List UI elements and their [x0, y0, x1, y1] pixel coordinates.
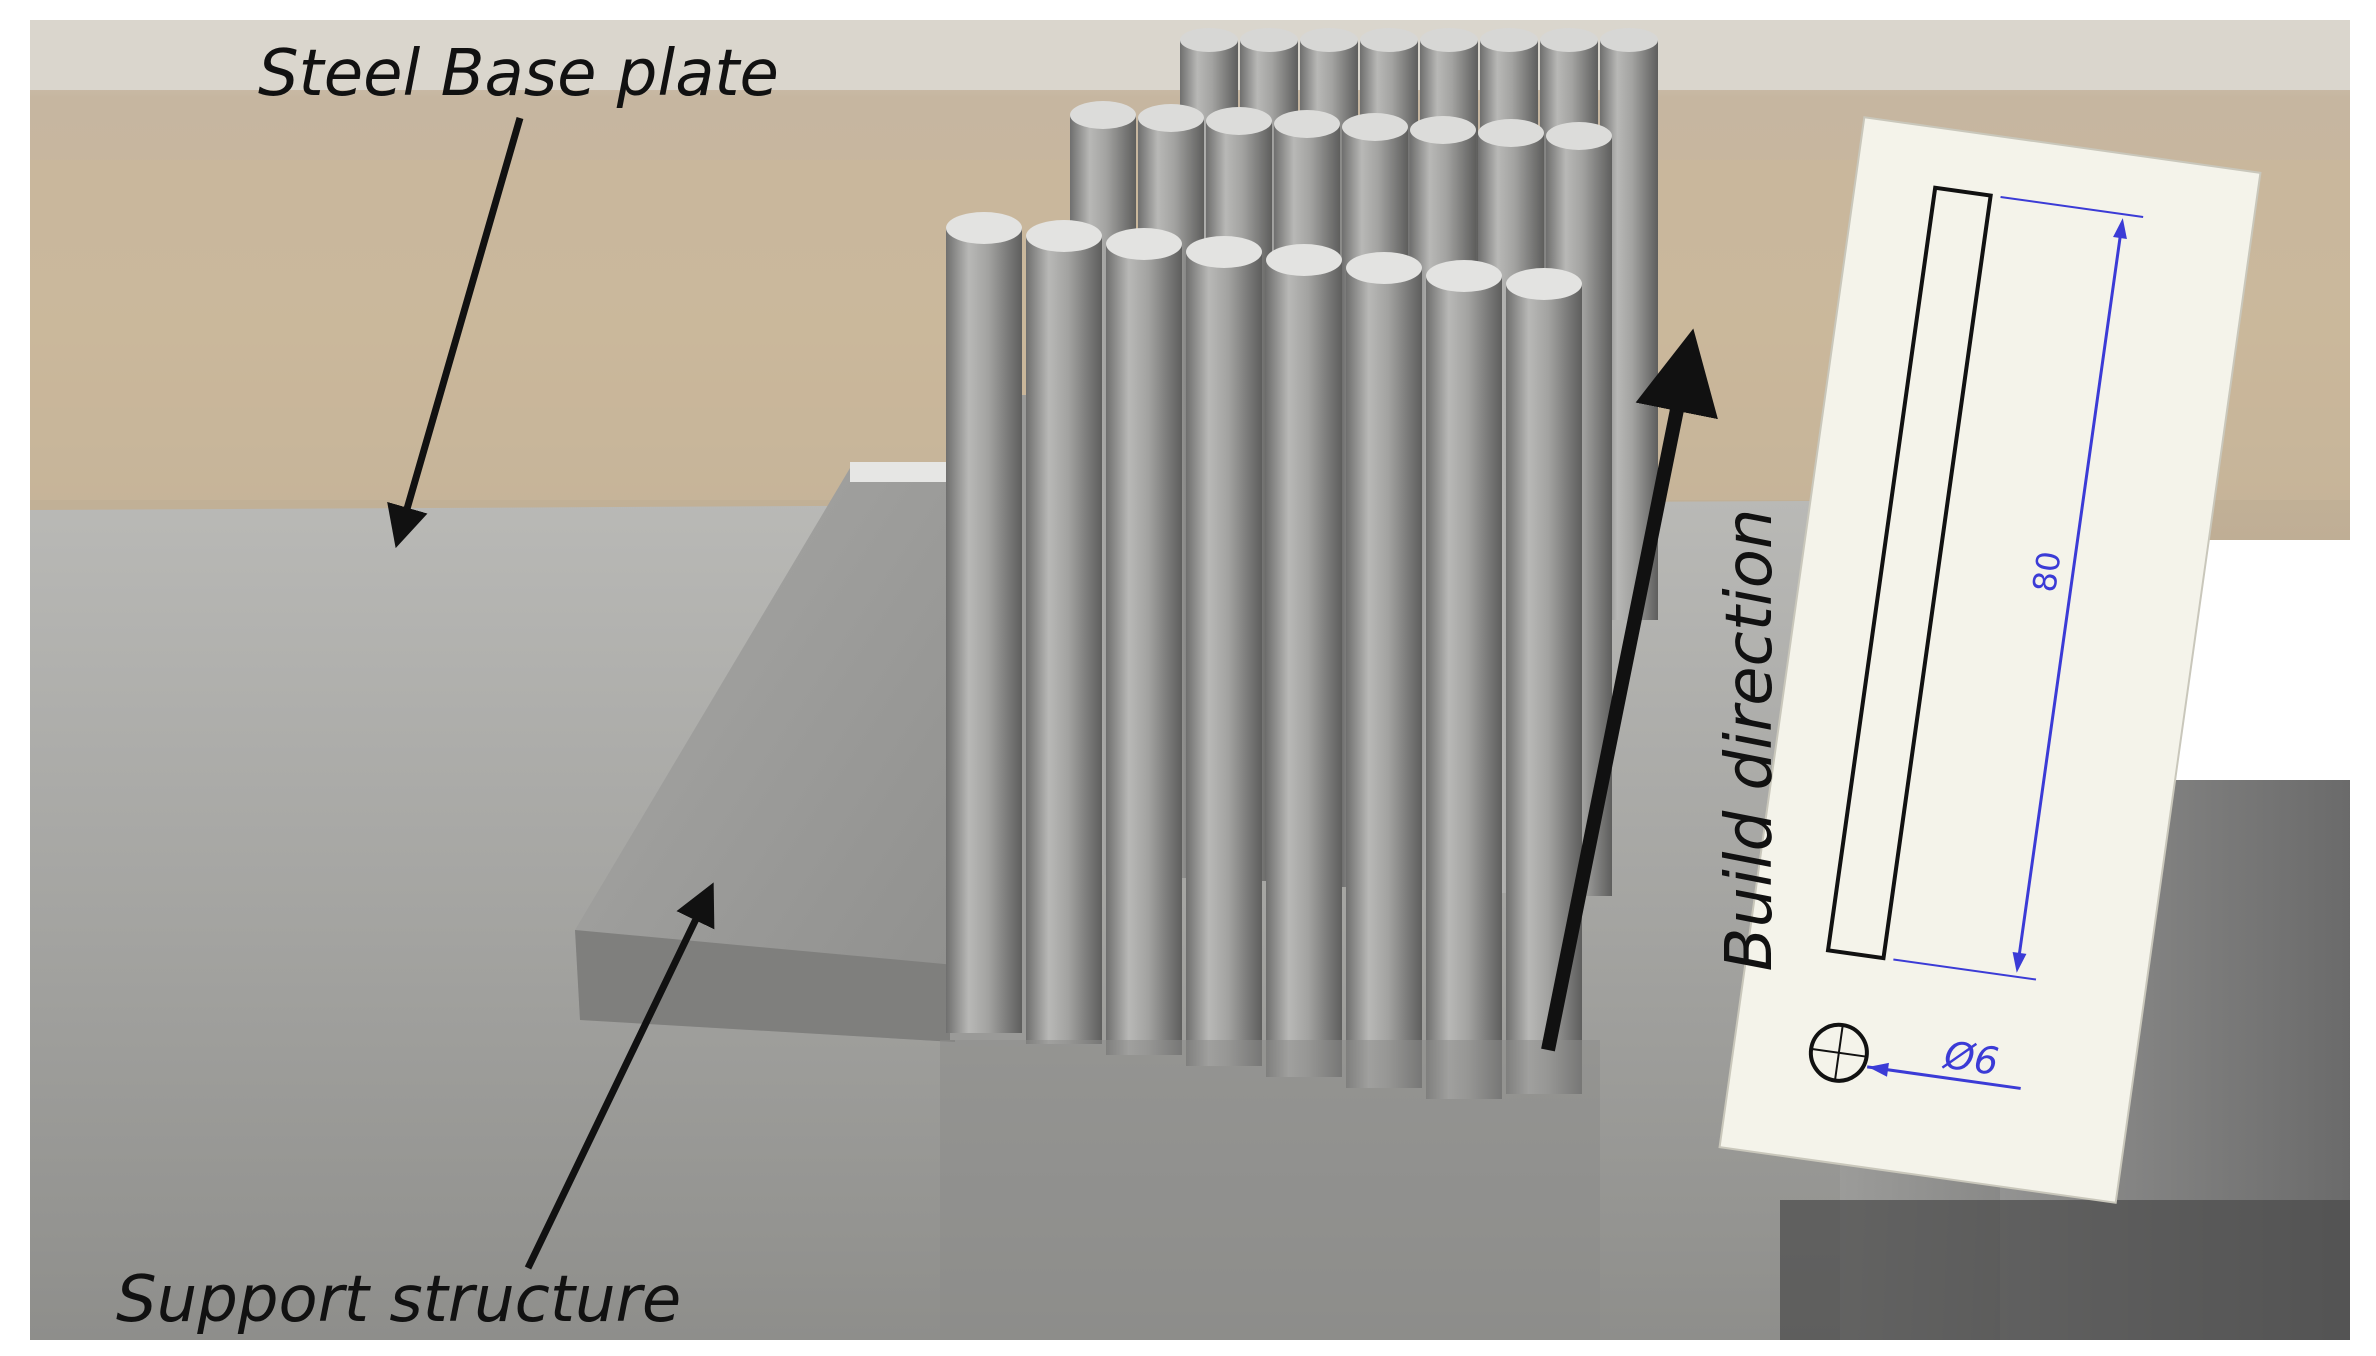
drawing-rod-outline — [1825, 185, 1993, 961]
drawing-paper — [1718, 116, 2262, 1204]
support-arrow — [524, 882, 715, 1270]
diameter-leader — [1866, 1065, 2021, 1090]
support-structure-wedge — [575, 468, 955, 1042]
rod-row-front — [946, 212, 1582, 1099]
support-structure-top-lip — [850, 462, 950, 482]
support-structure-label: Support structure — [116, 1263, 682, 1337]
length-dimension-text: 80 — [2025, 549, 2068, 595]
diameter-dimension-text: Ø6 — [1940, 1032, 2002, 1083]
length-dimension-line — [2016, 223, 2124, 968]
steel-plate-arrow — [387, 117, 524, 549]
rod-reflection — [940, 1040, 1600, 1340]
build-direction-label: Build direction — [1713, 508, 1787, 972]
steel-base-plate-label: Steel Base plate — [258, 37, 779, 111]
plate-edge-shadow — [1780, 1200, 2350, 1340]
build-direction-arrow — [1541, 328, 1718, 1052]
technical-drawing: 80 Ø6 — [1718, 116, 2262, 1204]
support-structure-front — [575, 930, 955, 1042]
